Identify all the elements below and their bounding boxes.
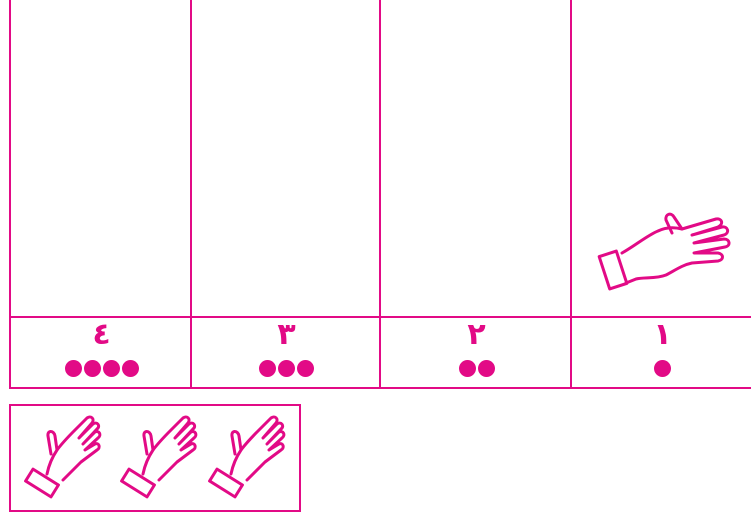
dots-4 (11, 360, 192, 377)
hand-icon[interactable] (203, 414, 287, 506)
dot (654, 360, 671, 377)
dot (65, 360, 82, 377)
dot (297, 360, 314, 377)
label-cell-3: ٣ (192, 318, 381, 387)
dot (278, 360, 295, 377)
label-cell-2: ٢ (381, 318, 572, 387)
hand-icon[interactable] (115, 414, 199, 506)
label-cell-4: ٤ (11, 318, 192, 387)
dots-2 (381, 360, 572, 377)
dot (459, 360, 476, 377)
numeral-3: ٣ (192, 320, 381, 350)
dot (259, 360, 276, 377)
dot (122, 360, 139, 377)
hand-bank (9, 404, 301, 512)
dot (103, 360, 120, 377)
hand-icon[interactable] (596, 205, 736, 305)
hand-icon[interactable] (19, 414, 103, 506)
counting-grid: ٤ ٣ ٢ ١ (9, 0, 751, 389)
numeral-2: ٢ (381, 320, 572, 350)
dots-3 (192, 360, 381, 377)
numeral-1: ١ (572, 320, 751, 350)
dot (84, 360, 101, 377)
dot (478, 360, 495, 377)
label-cell-1: ١ (572, 318, 751, 387)
numeral-4: ٤ (11, 320, 192, 350)
dots-1 (572, 360, 751, 377)
